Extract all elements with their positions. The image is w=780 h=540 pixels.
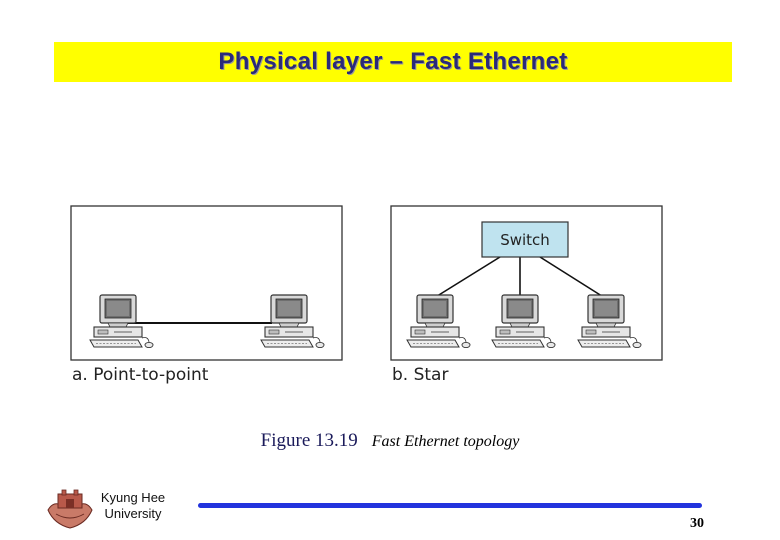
switch-label: Switch bbox=[500, 231, 550, 249]
slide-title: Physical layer – Fast Ethernet bbox=[218, 48, 568, 75]
figure-caption: Figure 13.19 Fast Ethernet topology bbox=[0, 430, 780, 452]
university-name-line2: University bbox=[104, 506, 162, 521]
figure-number: Figure 13.19 bbox=[260, 430, 358, 451]
switch-box bbox=[481, 221, 569, 258]
university-name: Kyung Hee University bbox=[92, 490, 174, 522]
university-name-line1: Kyung Hee bbox=[100, 490, 166, 505]
title-bar: Physical layer – Fast Ethernet bbox=[54, 42, 732, 82]
footer-rule bbox=[198, 503, 702, 508]
university-logo bbox=[47, 489, 93, 529]
panel-a-label: a. Point-to-point bbox=[72, 365, 209, 385]
figure-title: Fast Ethernet topology bbox=[371, 433, 520, 450]
panel-b-label: b. Star bbox=[392, 365, 449, 385]
star-link bbox=[539, 256, 606, 299]
star-link bbox=[433, 256, 501, 299]
page-number: 30 bbox=[690, 516, 704, 531]
